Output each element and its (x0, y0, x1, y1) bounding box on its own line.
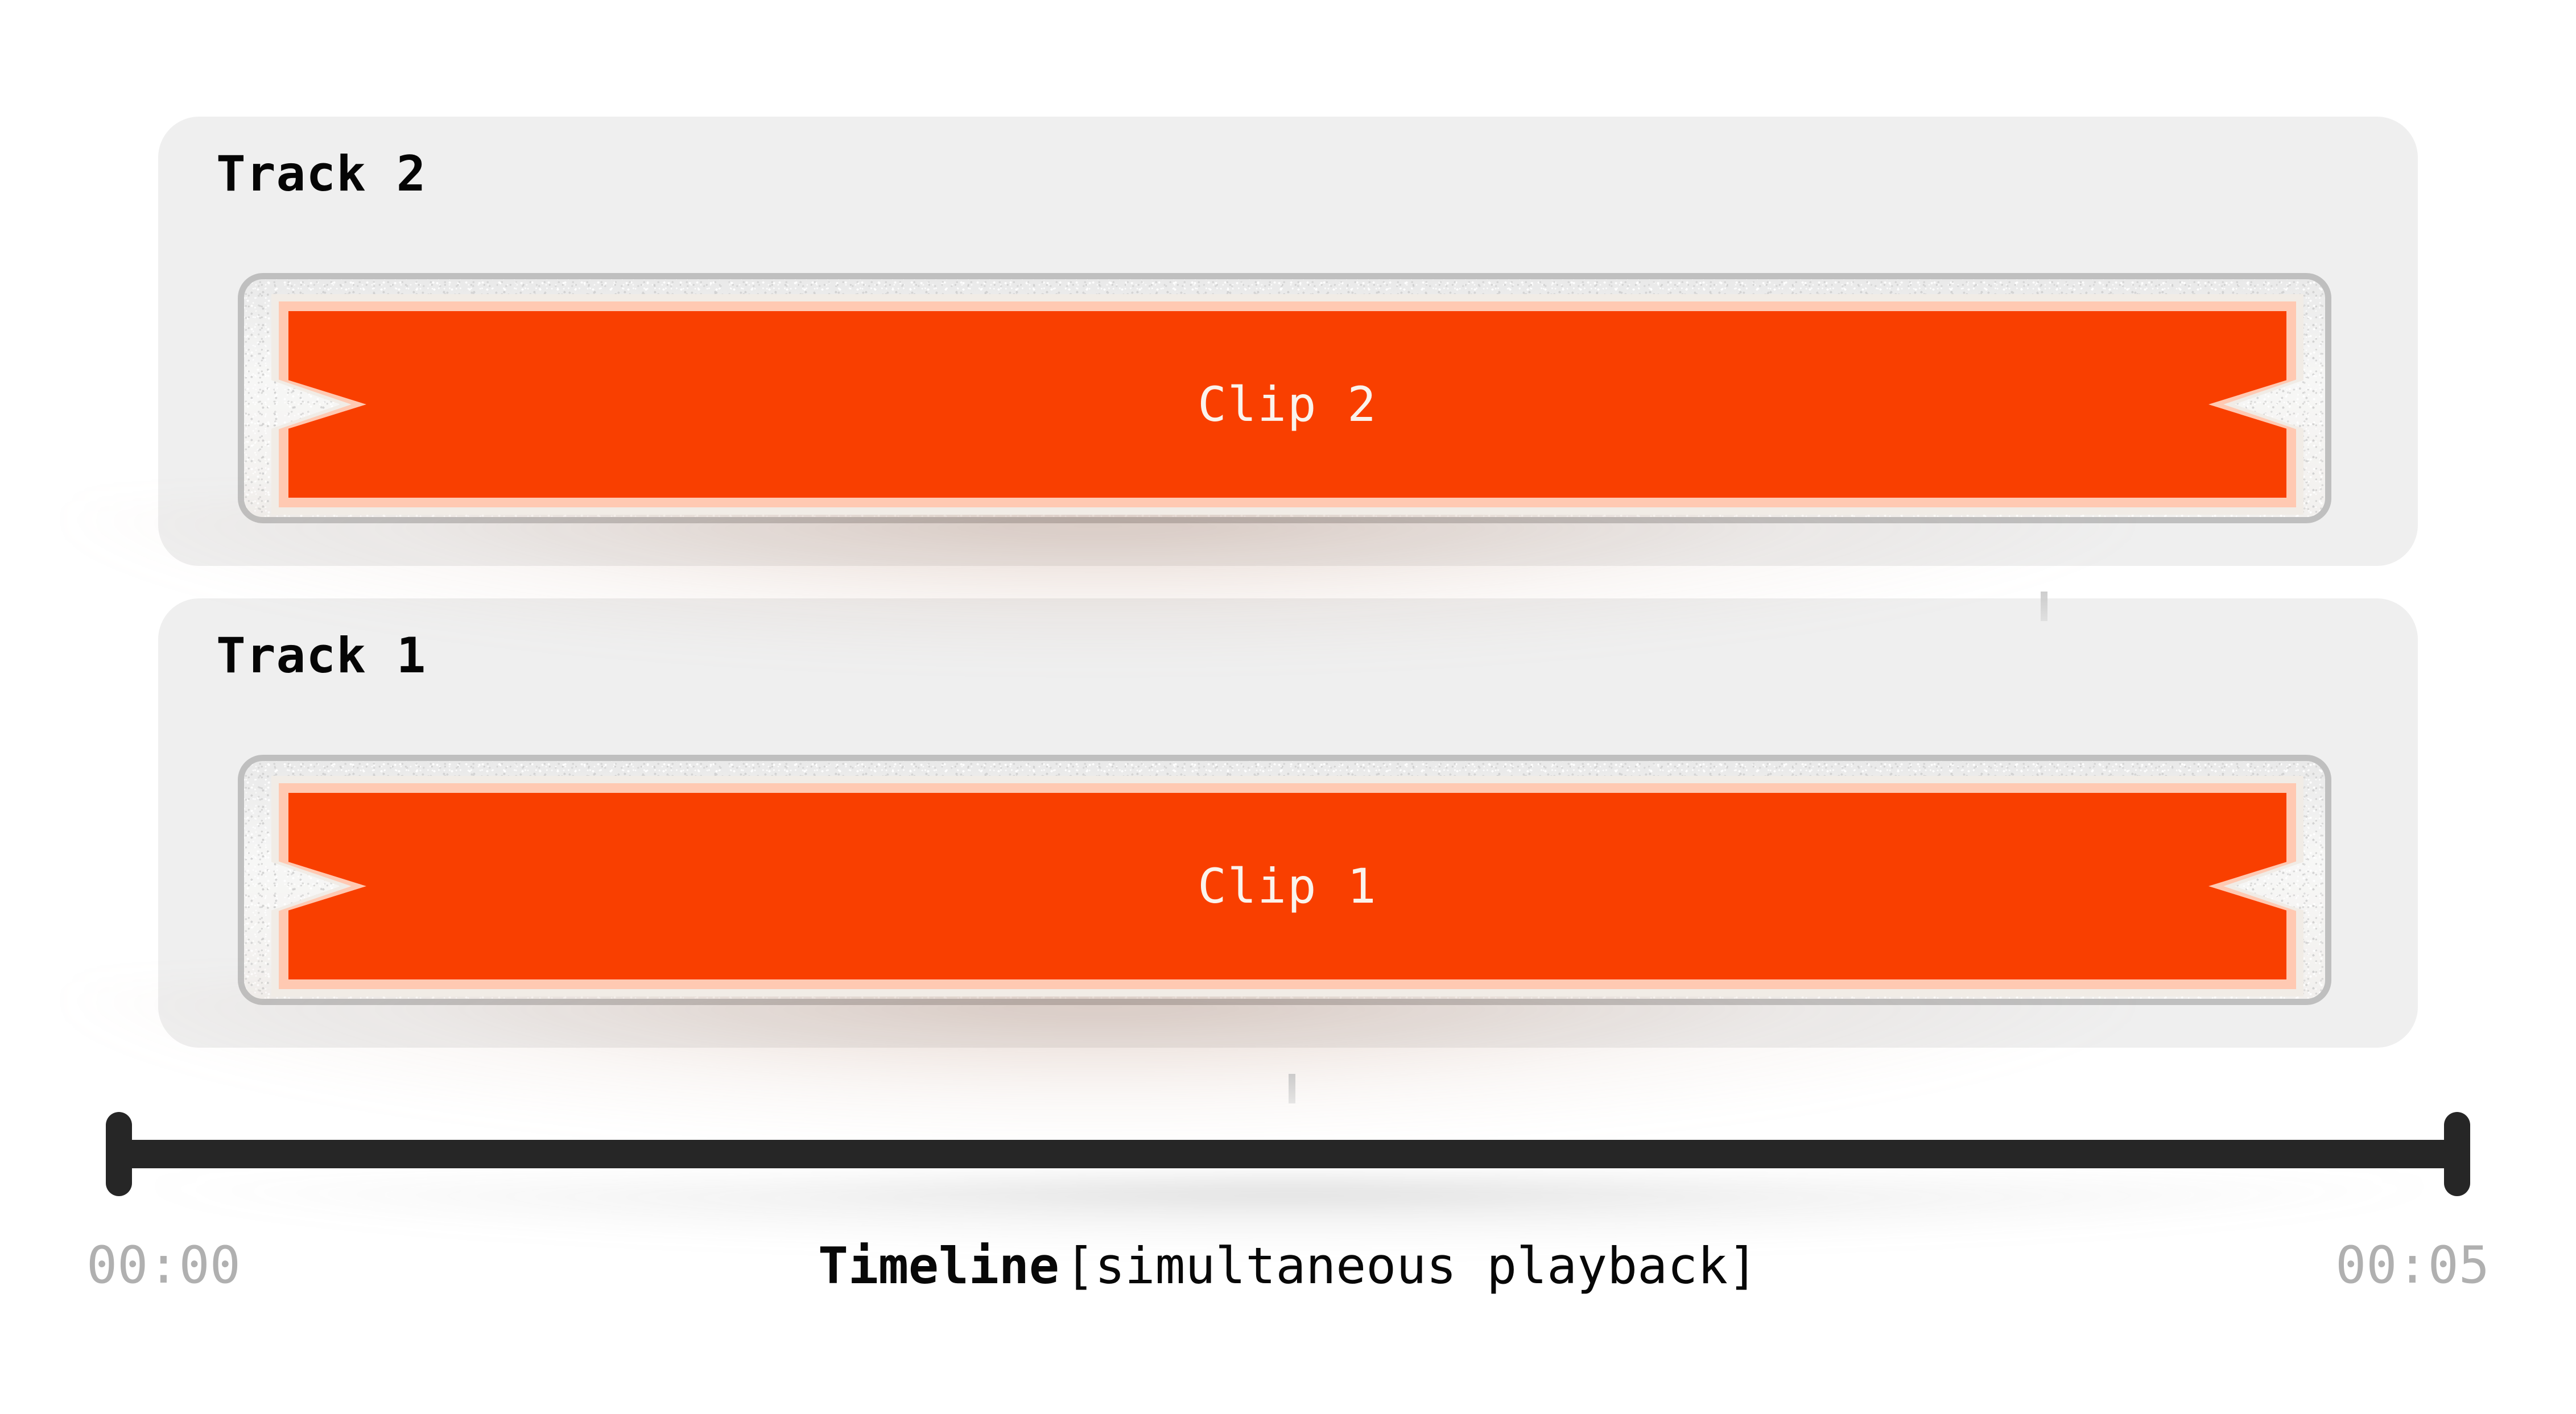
track-lane-2[interactable]: Clip 2 (238, 273, 2331, 523)
clip-2-body: Clip 2 (288, 311, 2286, 498)
timeline-tick-mark (1289, 1074, 1295, 1103)
timeline-caption-row: 00:00 Timeline [simultaneous playback] 0… (0, 1240, 2576, 1320)
track-label-1: Track 1 (216, 627, 427, 684)
timeline-caption: Timeline [simultaneous playback] (818, 1241, 1758, 1291)
clip-1-inner-stroke: Clip 1 (279, 783, 2296, 989)
clip-2-label: Clip 2 (1198, 377, 1377, 432)
timeline-ruler[interactable] (106, 1112, 2470, 1196)
timeline-start-time: 00:00 (86, 1235, 241, 1295)
timeline-caption-title: Timeline (818, 1237, 1059, 1295)
track-lane-1[interactable]: Clip 1 (238, 755, 2331, 1005)
track-panel-1[interactable]: Track 1 Clip 1 (158, 598, 2418, 1048)
ruler-bar[interactable] (127, 1140, 2449, 1168)
ruler-end-handle[interactable] (2444, 1112, 2470, 1196)
timeline-caption-note: [simultaneous playback] (1064, 1237, 1758, 1295)
track-label-2: Track 2 (216, 146, 427, 202)
clip-2-inner-stroke: Clip 2 (279, 301, 2296, 507)
clip-2[interactable]: Clip 2 (271, 294, 2303, 515)
ruler-start-handle[interactable] (106, 1112, 132, 1196)
clip-1[interactable]: Clip 1 (271, 776, 2303, 997)
timeline-end-time: 00:05 (2335, 1235, 2490, 1295)
clip-1-label: Clip 1 (1198, 858, 1377, 914)
clip-1-body: Clip 1 (288, 793, 2286, 979)
track-panel-2[interactable]: Track 2 Clip 2 (158, 117, 2418, 566)
